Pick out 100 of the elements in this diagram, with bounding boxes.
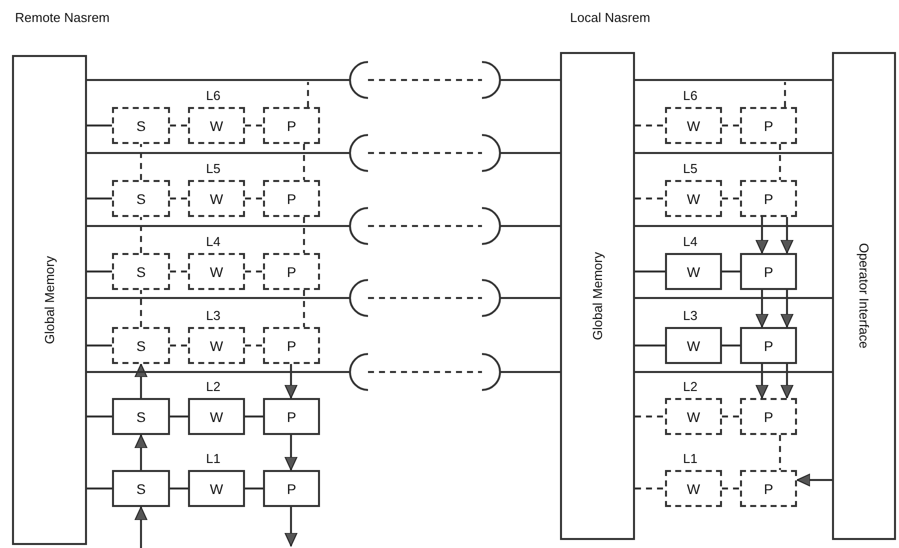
module-box: P bbox=[263, 107, 320, 144]
connector-line bbox=[87, 371, 350, 373]
connector-line bbox=[635, 79, 832, 81]
level-label: L6 bbox=[206, 88, 220, 103]
module-box: P bbox=[740, 253, 797, 290]
connector-line bbox=[500, 152, 560, 154]
level-label: L4 bbox=[683, 234, 698, 249]
arrow bbox=[134, 506, 148, 548]
link-end-arc bbox=[482, 207, 501, 245]
connector-line bbox=[245, 488, 263, 490]
connector-line bbox=[245, 270, 263, 272]
arrow bbox=[780, 364, 794, 398]
connector-line bbox=[87, 488, 112, 490]
connector-line bbox=[303, 144, 305, 180]
connector-line bbox=[635, 416, 665, 418]
connector-line bbox=[368, 152, 482, 154]
connector-line bbox=[87, 198, 112, 200]
connector-line bbox=[368, 225, 482, 227]
connector-line bbox=[635, 270, 665, 272]
arrow bbox=[756, 290, 768, 328]
module-box: P bbox=[263, 398, 320, 435]
level-label: L2 bbox=[683, 379, 698, 394]
connector-line bbox=[722, 198, 740, 200]
connector-line bbox=[170, 124, 188, 126]
connector-line bbox=[303, 217, 305, 253]
arrow bbox=[284, 364, 298, 398]
memory-box bbox=[12, 55, 87, 545]
module-box: P bbox=[263, 253, 320, 290]
section-heading: Local Nasrem bbox=[570, 10, 650, 25]
connector-line bbox=[722, 270, 740, 272]
connector-line bbox=[140, 144, 142, 180]
module-box: P bbox=[263, 180, 320, 217]
module-box: S bbox=[112, 470, 170, 507]
module-box: W bbox=[665, 253, 722, 290]
module-box: S bbox=[112, 180, 170, 217]
module-box: W bbox=[188, 470, 245, 507]
arrow bbox=[284, 435, 298, 470]
connector-line bbox=[779, 435, 781, 470]
module-box: P bbox=[740, 180, 797, 217]
module-box: P bbox=[740, 327, 797, 364]
arrow bbox=[284, 507, 298, 546]
module-box: P bbox=[740, 398, 797, 435]
module-box: W bbox=[665, 107, 722, 144]
section-heading: Remote Nasrem bbox=[15, 10, 110, 25]
arrow bbox=[780, 217, 794, 254]
arrow bbox=[134, 364, 148, 398]
connector-line bbox=[500, 225, 560, 227]
level-label: L5 bbox=[206, 161, 220, 176]
module-box: W bbox=[665, 180, 722, 217]
connector-line bbox=[303, 290, 305, 327]
connector-line bbox=[140, 290, 142, 327]
connector-line bbox=[87, 152, 350, 154]
module-box: W bbox=[188, 327, 245, 364]
link-end-arc bbox=[349, 207, 368, 245]
module-box: S bbox=[112, 327, 170, 364]
connector-line bbox=[368, 79, 482, 81]
connector-line bbox=[307, 82, 309, 107]
level-label: L6 bbox=[683, 88, 698, 103]
module-box: W bbox=[188, 180, 245, 217]
connector-line bbox=[635, 371, 832, 373]
connector-line bbox=[784, 82, 786, 107]
module-box: P bbox=[740, 107, 797, 144]
module-box: W bbox=[665, 398, 722, 435]
connector-line bbox=[635, 344, 665, 346]
module-box: P bbox=[263, 327, 320, 364]
level-label: L2 bbox=[206, 379, 220, 394]
connector-line bbox=[87, 416, 112, 418]
link-end-arc bbox=[482, 279, 501, 317]
connector-line bbox=[140, 217, 142, 253]
connector-line bbox=[245, 344, 263, 346]
memory-box bbox=[832, 52, 896, 540]
module-box: W bbox=[188, 253, 245, 290]
connector-line bbox=[170, 270, 188, 272]
memory-box bbox=[560, 52, 635, 540]
connector-line bbox=[368, 371, 482, 373]
connector-line bbox=[500, 371, 560, 373]
connector-line bbox=[170, 416, 188, 418]
connector-line bbox=[87, 124, 112, 126]
arrow bbox=[780, 290, 794, 328]
connector-line bbox=[722, 344, 740, 346]
connector-line bbox=[722, 416, 740, 418]
module-box: W bbox=[665, 470, 722, 507]
connector-line bbox=[635, 297, 832, 299]
connector-line bbox=[635, 124, 665, 126]
level-label: L4 bbox=[206, 234, 220, 249]
box-label: Global Memory bbox=[42, 256, 57, 344]
link-end-arc bbox=[482, 134, 501, 172]
module-box: S bbox=[112, 107, 170, 144]
connector-line bbox=[87, 344, 112, 346]
connector-line bbox=[245, 416, 263, 418]
arrow bbox=[134, 434, 148, 470]
module-box: S bbox=[112, 398, 170, 435]
module-box: W bbox=[188, 398, 245, 435]
connector-line bbox=[87, 79, 350, 81]
connector-line bbox=[635, 152, 832, 154]
link-end-arc bbox=[349, 134, 368, 172]
connector-line bbox=[87, 225, 350, 227]
arrow bbox=[796, 474, 832, 486]
connector-line bbox=[245, 198, 263, 200]
arrow bbox=[756, 217, 768, 254]
